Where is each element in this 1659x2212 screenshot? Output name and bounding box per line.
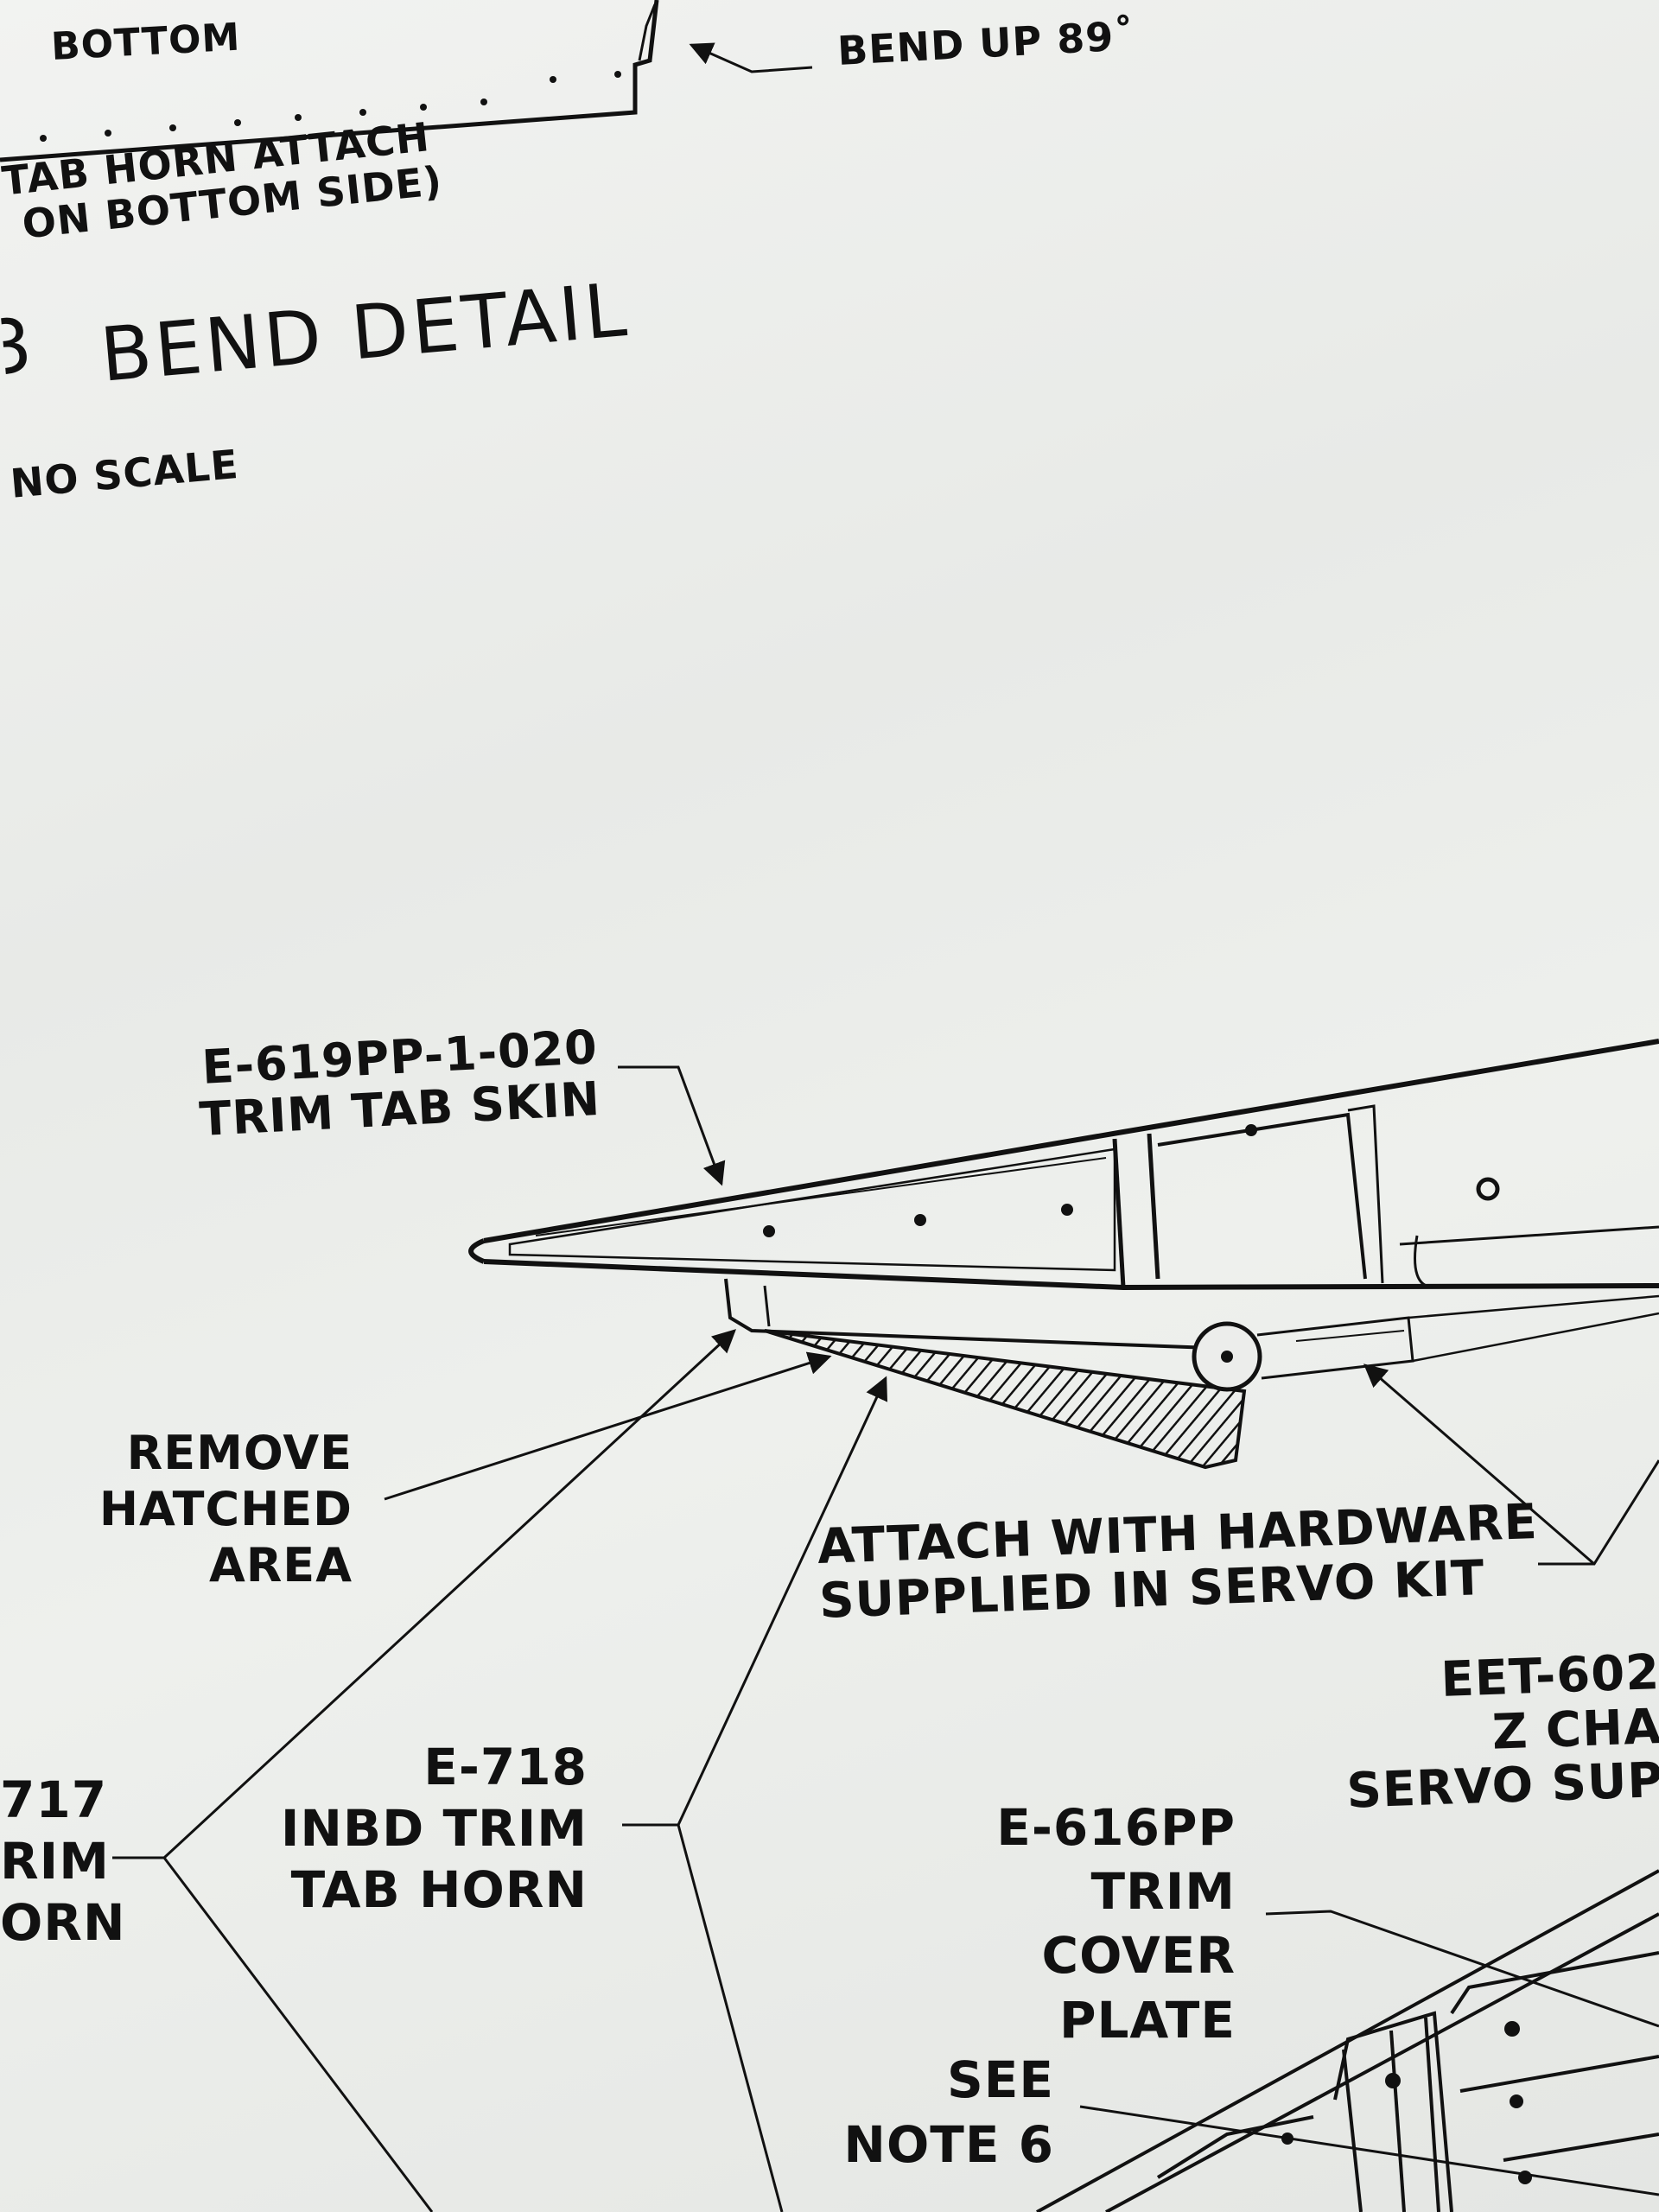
servo-bracket [1036, 1869, 1659, 2212]
callout-channel-cutoff: EET-602 Z CHA SERVO SUP [1331, 1644, 1659, 1821]
inbd-horn-line3: TAB HORN [290, 1859, 588, 1919]
inbd-horn-part: E-718 [423, 1738, 588, 1796]
callout-see-note: SEE NOTE 6 [812, 2048, 1054, 2178]
callout-717-horn-cutoff: 717 RIM ORN [0, 1770, 126, 1953]
remove-hatched-line2: HATCHED [99, 1481, 353, 1536]
cover-plate-line2: TRIM [1090, 1862, 1236, 1922]
skin-rivets [763, 1124, 1257, 1237]
cover-plate-line3: COVER [1041, 1926, 1236, 1986]
cover-plate-line4: PLATE [1058, 1990, 1236, 2050]
leader-hardware [1363, 1363, 1595, 1566]
see-note-line2: NOTE 6 [843, 2115, 1054, 2175]
leader-lines [112, 1065, 1659, 2212]
rivet-row [40, 71, 621, 142]
remove-hatched-line3: AREA [208, 1537, 353, 1592]
horn-717-line2: RIM [0, 1831, 110, 1891]
leader-see-note [1079, 2105, 1659, 2196]
bottom-label: BOTTOM [50, 16, 242, 69]
horn-717-line1: 717 [0, 1770, 108, 1829]
leader-skin [618, 1065, 726, 1186]
remove-hatched-line1: REMOVE [126, 1426, 353, 1480]
trim-tab-section [468, 1039, 1659, 1470]
hatched-area [764, 1329, 1247, 1470]
callout-cover-plate: E-616PP TRIM COVER PLATE [933, 1796, 1236, 2052]
leader-717-lower [162, 1857, 434, 2212]
leader-cover-plate [1265, 1910, 1659, 2028]
leader-hatched [384, 1351, 832, 1501]
see-note-line1: SEE [946, 2050, 1054, 2109]
detail-prefix: 3 [0, 303, 40, 390]
leader-hardware-right [1538, 1459, 1659, 1566]
channel-line3: SERVO SUP [1345, 1752, 1659, 1821]
bracket-rivets [1281, 2021, 1532, 2184]
callout-inbd-trim-tab-horn: E-718 INBD TRIM TAB HORN [259, 1737, 588, 1920]
bend-leader [689, 42, 813, 73]
bend-detail-view [0, 0, 813, 162]
bolt-hole [1476, 1177, 1500, 1201]
cover-plate-part: E-616PP [996, 1798, 1236, 1857]
horn-717-line3: ORN [0, 1892, 126, 1952]
inbd-horn-line2: INBD TRIM [280, 1798, 588, 1858]
leader-718-lower [677, 1824, 784, 2212]
callout-remove-hatched: REMOVE HATCHED AREA [86, 1426, 353, 1593]
